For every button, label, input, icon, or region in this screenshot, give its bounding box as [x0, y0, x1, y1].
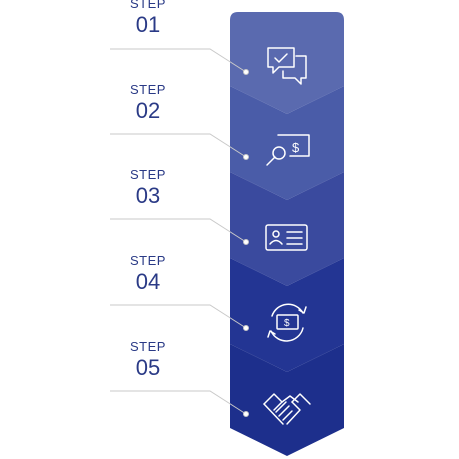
step-number: 04 [135, 269, 161, 294]
step-label-3: STEP 03 [118, 167, 178, 208]
step-label-2: STEP 02 [118, 82, 178, 123]
step-number: 03 [135, 183, 161, 208]
step-number: 01 [135, 12, 161, 37]
segment-step-2 [230, 86, 344, 200]
step-word: STEP [130, 82, 166, 97]
step-number: 02 [135, 98, 161, 123]
segment-step-3 [230, 172, 344, 286]
connector-dot-5 [243, 411, 249, 417]
connector-dot-2 [243, 154, 249, 160]
chat-check-icon [267, 47, 307, 85]
step-word: STEP [130, 167, 166, 182]
connector-step-1 [110, 48, 247, 73]
connector-dot-3 [243, 239, 249, 245]
connector-step-4 [110, 304, 247, 329]
step-number: 05 [135, 355, 161, 380]
connector-step-3 [110, 218, 247, 243]
segment-step-5 [230, 344, 344, 456]
connector-dot-4 [243, 325, 249, 331]
step-label-1: STEP 01 [118, 0, 178, 37]
connector-dot-1 [243, 69, 249, 75]
svg-text:$: $ [292, 140, 300, 155]
step-word: STEP [130, 339, 166, 354]
connector-step-2 [110, 133, 247, 158]
id-card-icon [265, 224, 308, 251]
handshake-icon [263, 393, 311, 425]
step-word: STEP [130, 253, 166, 268]
money-cycle-icon: $ [267, 303, 307, 342]
step-label-5: STEP 05 [118, 339, 178, 380]
search-dollar-icon: $ [266, 134, 310, 166]
step-word: STEP [130, 0, 166, 11]
step-label-4: STEP 04 [118, 253, 178, 294]
connector-step-5 [110, 390, 247, 415]
segment-step-1 [230, 12, 344, 114]
svg-text:$: $ [284, 318, 290, 329]
